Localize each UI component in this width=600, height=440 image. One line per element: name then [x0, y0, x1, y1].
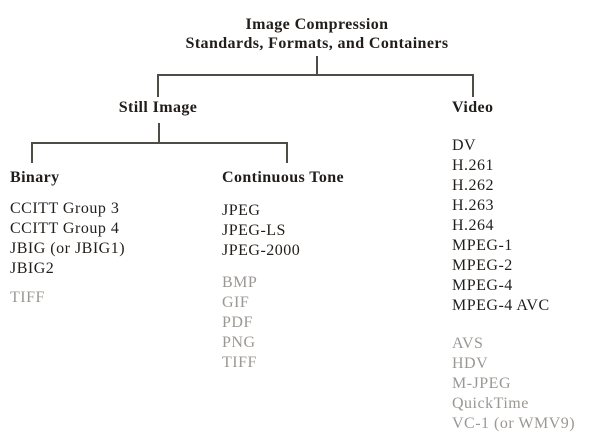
binary-label: Binary [10, 169, 60, 186]
connector-title-stem [316, 56, 318, 76]
video-standard-item: MPEG-2 [452, 257, 513, 274]
continuous-tone-standard-item: JPEG [222, 202, 261, 219]
title-line-2: Standards, Formats, and Containers [185, 35, 449, 52]
continuous-tone-standard-item: JPEG-LS [222, 222, 286, 239]
continuous-tone-label: Continuous Tone [222, 169, 345, 186]
connector-main-crossbar [157, 74, 474, 76]
connector-video-drop [472, 74, 474, 97]
connector-sub-crossbar [31, 142, 288, 144]
still-image-label: Still Image [118, 99, 198, 116]
video-standard-item: H.261 [452, 157, 495, 174]
binary-standards-list: CCITT Group 3 CCITT Group 4 JBIG (or JBIG1… [10, 199, 125, 279]
continuous-tone-standard-item: JPEG-2000 [222, 242, 301, 259]
video-standard-item: DV [452, 137, 477, 154]
binary-format-item: TIFF [10, 289, 45, 306]
binary-standard-item: CCITT Group 4 [10, 220, 120, 237]
video-standard-item: MPEG-4 AVC [452, 297, 550, 314]
video-standard-item: H.264 [452, 217, 495, 234]
connector-continuous-tone-drop [286, 142, 288, 163]
video-format-item: M-JPEG [452, 375, 512, 392]
continuous-tone-format-item: PDF [222, 314, 253, 331]
title-line-1: Image Compression [245, 16, 389, 33]
continuous-tone-format-item: TIFF [222, 354, 257, 371]
video-standard-item: H.262 [452, 177, 495, 194]
continuous-tone-format-item: GIF [222, 294, 250, 311]
video-standard-item: MPEG-1 [452, 237, 513, 254]
continuous-tone-format-item: BMP [222, 274, 258, 291]
continuous-tone-standards-list: JPEG JPEG-LS JPEG-2000 [222, 201, 300, 261]
video-format-item: QuickTime [452, 395, 529, 412]
continuous-tone-format-item: PNG [222, 334, 256, 351]
video-label: Video [452, 99, 494, 116]
binary-standard-item: JBIG2 [10, 260, 55, 277]
diagram-title: Image Compression Standards, Formats, an… [17, 15, 600, 53]
connector-binary-drop [31, 142, 33, 163]
video-standard-item: MPEG-4 [452, 277, 513, 294]
video-format-item: VC-1 (or WMV9) [452, 415, 576, 432]
continuous-tone-formats-list: BMP GIF PDF PNG TIFF [222, 273, 257, 373]
video-format-item: HDV [452, 355, 489, 372]
binary-formats-list: TIFF [10, 288, 45, 308]
connector-still-image-drop [157, 74, 159, 97]
video-format-item: AVS [452, 335, 484, 352]
binary-standard-item: JBIG (or JBIG1) [10, 240, 126, 257]
video-standard-item: H.263 [452, 197, 495, 214]
connector-still-image-stem [158, 123, 160, 144]
binary-standard-item: CCITT Group 3 [10, 200, 120, 217]
